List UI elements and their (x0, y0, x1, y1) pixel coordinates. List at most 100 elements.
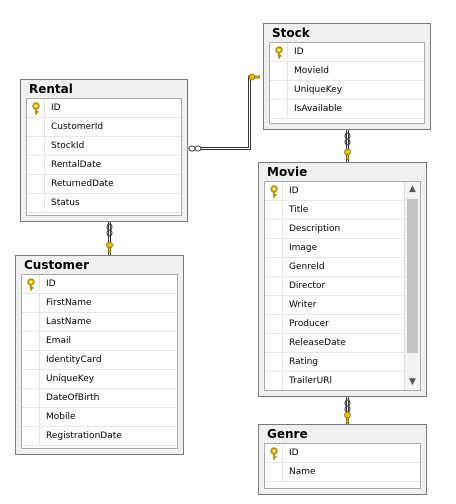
row-selector[interactable] (265, 258, 283, 276)
row-selector[interactable] (270, 100, 288, 118)
row-selector[interactable] (265, 220, 283, 238)
row-selector[interactable] (265, 372, 283, 390)
column-row[interactable]: Writer (265, 296, 405, 315)
column-name: StockId (51, 141, 85, 151)
key-icon (32, 102, 40, 115)
column-name: UniqueKey (294, 85, 343, 95)
row-selector[interactable] (27, 118, 45, 136)
column-row[interactable]: RegistrationDate (22, 427, 177, 446)
column-row[interactable]: IsAvailable (270, 100, 424, 119)
column-name: ID (289, 186, 299, 196)
row-selector[interactable] (270, 81, 288, 99)
column-name: ID (289, 448, 299, 458)
row-selector[interactable] (265, 201, 283, 219)
column-name: RentalDate (51, 160, 102, 170)
column-row[interactable]: FirstName (22, 294, 177, 313)
table-title: Rental (29, 82, 73, 96)
key-icon (344, 148, 351, 160)
row-selector[interactable] (27, 156, 45, 174)
column-row[interactable]: Image (265, 239, 405, 258)
column-list: ID Name (264, 443, 421, 489)
column-row[interactable]: CustomerId (27, 118, 181, 137)
column-row[interactable]: Status (27, 194, 181, 213)
key-icon (248, 73, 260, 81)
row-selector[interactable] (22, 313, 40, 331)
column-row[interactable]: Email (22, 332, 177, 351)
column-row[interactable]: ID (27, 99, 181, 118)
column-row[interactable]: StockId (27, 137, 181, 156)
row-selector[interactable] (22, 275, 40, 293)
column-row[interactable]: MovieId (270, 62, 424, 81)
row-selector[interactable] (270, 62, 288, 80)
table-title: Movie (267, 165, 308, 179)
row-selector[interactable] (265, 444, 283, 462)
column-name: ReleaseDate (289, 338, 346, 348)
column-row[interactable]: UniqueKey (270, 81, 424, 100)
column-row[interactable]: ID (22, 275, 177, 294)
column-row[interactable]: Mobile (22, 408, 177, 427)
column-row[interactable]: Rating (265, 353, 405, 372)
column-name: ID (294, 47, 304, 57)
column-name: Status (51, 198, 80, 208)
column-row[interactable]: Name (265, 463, 420, 482)
row-selector[interactable] (22, 351, 40, 369)
row-selector[interactable] (265, 315, 283, 333)
column-row[interactable]: TrailerURl (265, 372, 405, 390)
column-name: ID (51, 103, 61, 113)
vertical-scrollbar[interactable]: ▲ ▼ (404, 182, 420, 390)
row-selector[interactable] (22, 389, 40, 407)
column-row[interactable]: UniqueKey (22, 370, 177, 389)
column-row[interactable]: Producer (265, 315, 405, 334)
row-selector[interactable] (22, 332, 40, 350)
scroll-down-icon[interactable]: ▼ (409, 377, 416, 387)
scroll-thumb[interactable] (407, 199, 418, 353)
row-selector[interactable] (22, 427, 40, 445)
column-name: FirstName (46, 298, 92, 308)
column-row[interactable]: ID (265, 444, 420, 463)
row-selector[interactable] (27, 99, 45, 117)
column-name: Writer (289, 300, 317, 310)
row-selector[interactable] (265, 334, 283, 352)
column-row[interactable]: IdentityCard (22, 351, 177, 370)
column-name: Image (289, 243, 318, 253)
column-row[interactable]: ReleaseDate (265, 334, 405, 353)
key-icon (106, 241, 113, 253)
column-name: ID (46, 279, 56, 289)
column-row[interactable]: Title (265, 201, 405, 220)
row-selector[interactable] (27, 137, 45, 155)
row-selector[interactable] (270, 43, 288, 61)
column-row[interactable]: DateOfBirth (22, 389, 177, 408)
column-name: LastName (46, 317, 92, 327)
column-row[interactable]: LastName (22, 313, 177, 332)
row-selector[interactable] (265, 239, 283, 257)
row-selector[interactable] (22, 294, 40, 312)
column-row[interactable]: ID (265, 182, 405, 201)
column-row[interactable]: Director (265, 277, 405, 296)
relationship-rental-stock[interactable] (201, 75, 256, 148)
column-row[interactable]: Description (265, 220, 405, 239)
column-row[interactable]: RentalDate (27, 156, 181, 175)
column-name: IsAvailable (294, 104, 343, 114)
column-row[interactable]: ID (270, 43, 424, 62)
row-selector[interactable] (265, 353, 283, 371)
row-selector[interactable] (265, 463, 283, 481)
row-selector[interactable] (265, 296, 283, 314)
column-name: TrailerURl (289, 376, 332, 386)
row-selector[interactable] (265, 182, 283, 200)
row-selector[interactable] (27, 175, 45, 193)
row-selector[interactable] (265, 277, 283, 295)
row-selector[interactable] (22, 408, 40, 426)
column-row[interactable]: ReturnedDate (27, 175, 181, 194)
column-row[interactable]: GenreId (265, 258, 405, 277)
scroll-up-icon[interactable]: ▲ (409, 184, 416, 194)
row-selector[interactable] (22, 370, 40, 388)
row-selector[interactable] (27, 194, 45, 212)
